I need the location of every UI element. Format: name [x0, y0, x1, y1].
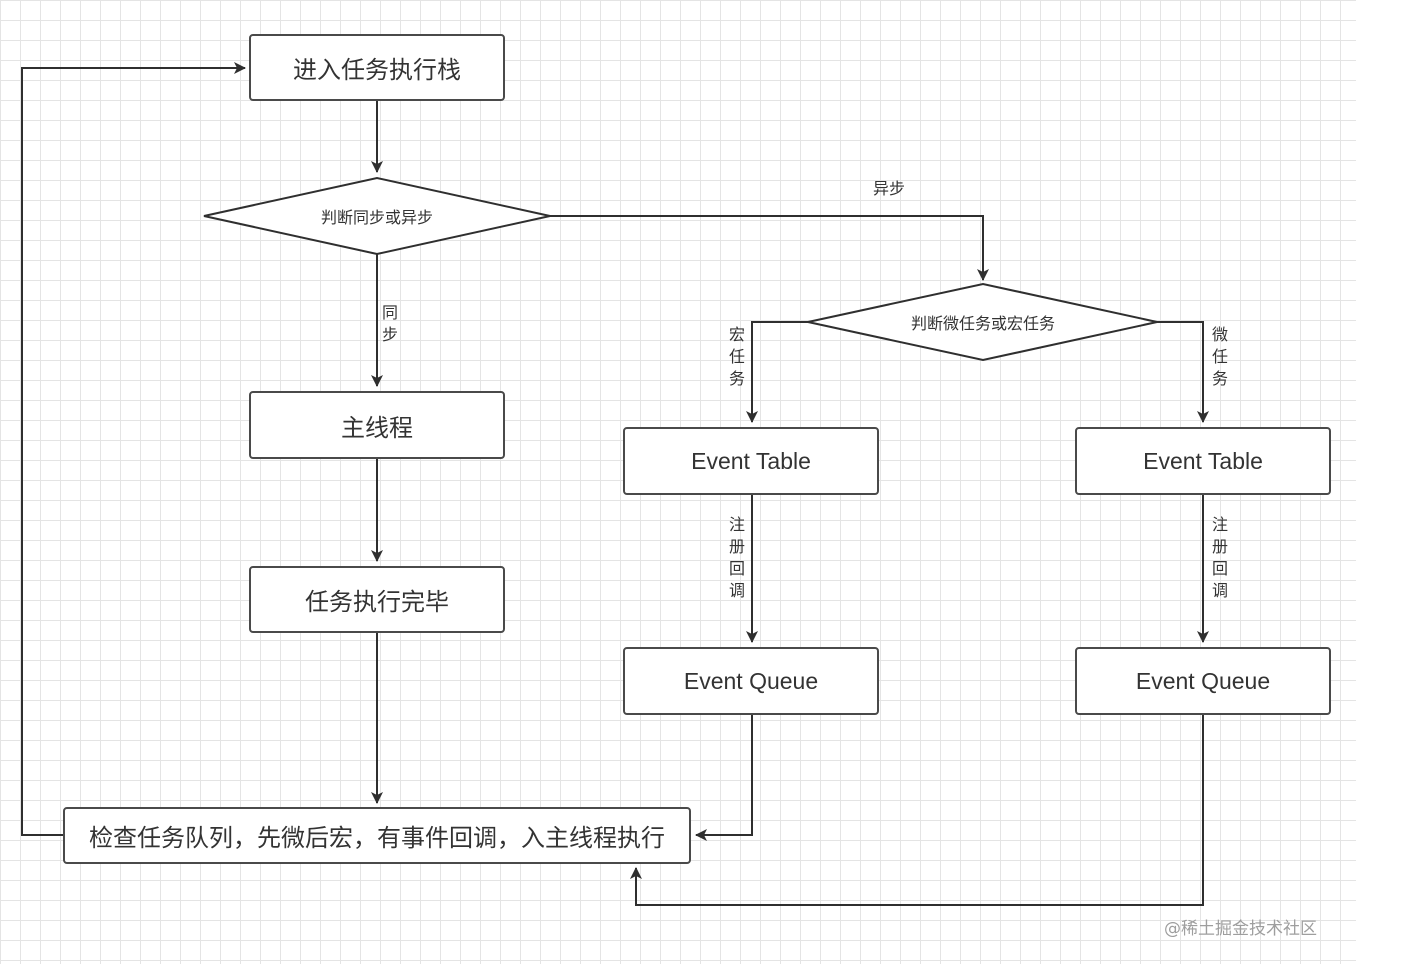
enter-stack-text: 进入任务执行栈: [293, 56, 461, 84]
task-done-box: 任务执行完毕: [249, 566, 505, 633]
enter-stack-box: 进入任务执行栈: [249, 34, 505, 101]
micro-event-queue-box: Event Queue: [1075, 647, 1331, 715]
macro-event-queue-text: Event Queue: [683, 667, 819, 694]
check-queue-box: 检查任务队列，先微后宏，有事件回调，入主线程执行: [63, 807, 691, 864]
diamond-judge-sync: [203, 176, 551, 256]
macro-event-table-text: Event Table: [691, 447, 811, 474]
main-thread-text: 主线程: [341, 413, 413, 442]
register-callback-macro-label: 注册回调: [728, 515, 745, 600]
macro-task-label: 宏任务: [728, 325, 745, 388]
check-queue-text: 检查任务队列，先微后宏，有事件回调，入主线程执行: [89, 824, 665, 852]
edge-macro-queue-to-check-queue: [695, 714, 753, 841]
micro-event-table-box: Event Table: [1075, 427, 1331, 495]
edge-loop-back-to-enter-stack: [21, 62, 246, 836]
register-callback-micro-label: 注册回调: [1211, 515, 1228, 600]
judge-sync-text: 判断同步或异步: [320, 208, 434, 227]
diamond-judge-micro-macro: [807, 282, 1158, 362]
micro-event-table-text: Event Table: [1143, 447, 1263, 474]
edge-micro-queue-to-check-queue: [630, 714, 1204, 906]
watermark: @稀土掘金技术社区: [1164, 919, 1317, 939]
async-label: 异步: [873, 179, 906, 198]
judge-micro-macro-text: 判断微任务或宏任务: [910, 314, 1056, 333]
micro-task-label: 微任务: [1211, 325, 1228, 388]
sync-label: 同步: [381, 303, 398, 344]
macro-event-queue-box: Event Queue: [623, 647, 879, 715]
macro-event-table-box: Event Table: [623, 427, 879, 495]
edge-judge-sync-to-judge-micro-macro: [550, 215, 989, 281]
main-thread-box: 主线程: [249, 391, 505, 459]
micro-event-queue-text: Event Queue: [1135, 667, 1271, 694]
task-done-text: 任务执行完毕: [305, 588, 449, 616]
edge-judge-to-micro-event-table: [1157, 321, 1209, 423]
edge-judge-to-macro-event-table: [746, 321, 808, 423]
